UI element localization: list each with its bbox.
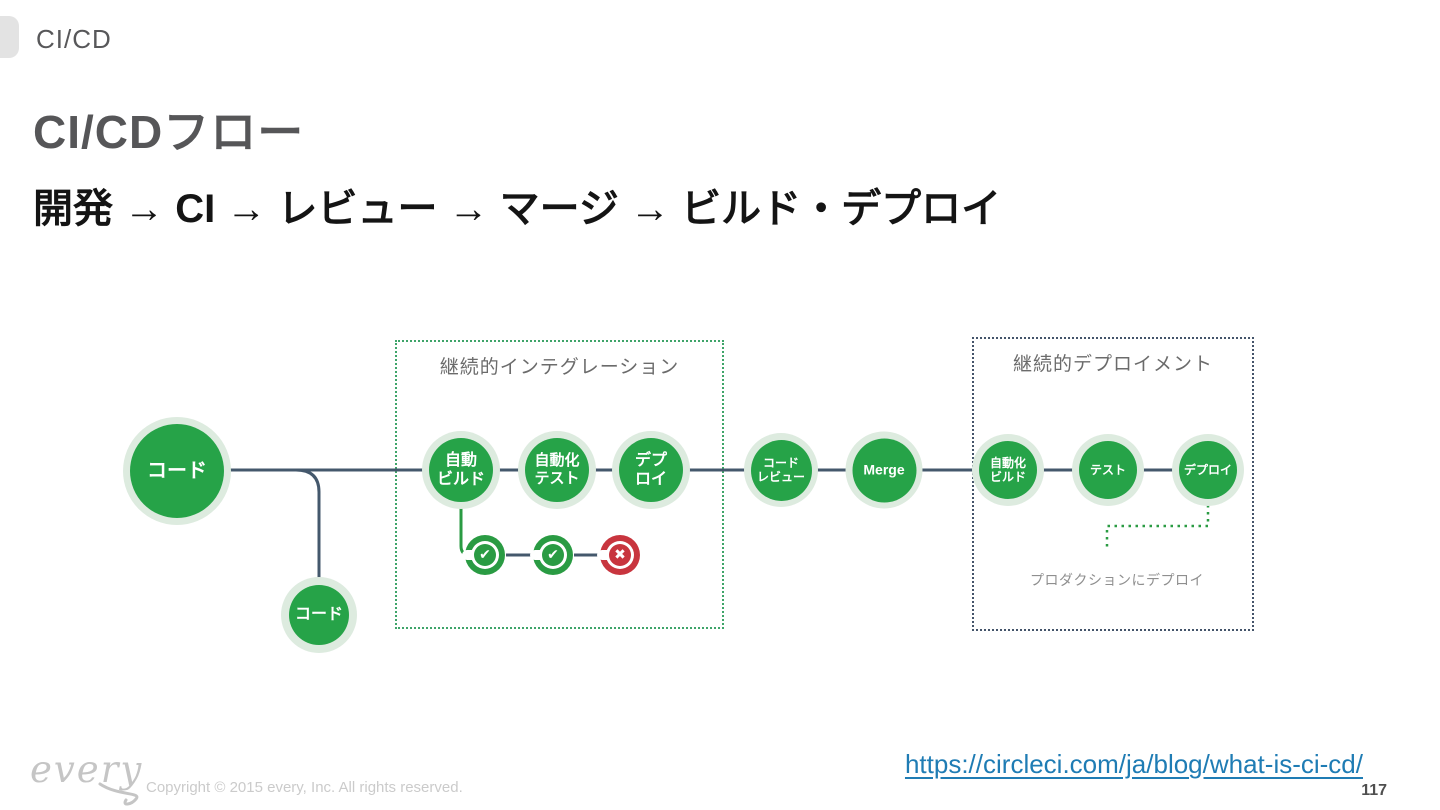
node-label: 自動化 テスト [525, 438, 589, 502]
node-code-review: コード レビュー [744, 433, 818, 507]
page-number: 117 [1361, 782, 1387, 799]
cd-box-title: 継続的デプロイメント [1012, 354, 1213, 375]
flow-summary: 開発 → CI → レビュー → マージ → ビルド・デプロイ [33, 187, 1002, 231]
every-logo: every [30, 748, 144, 791]
node-merge: Merge [845, 431, 923, 509]
node-label: デプ ロイ [619, 438, 683, 502]
node-label: コード [130, 424, 224, 518]
production-deploy-note: プロダクションにデプロイ [1030, 572, 1204, 588]
header-label: CI/CD [36, 24, 112, 54]
node-label: 自動 ビルド [429, 438, 493, 502]
logo-swoosh-icon [98, 782, 139, 806]
source-link[interactable]: https://circleci.com/ja/blog/what-is-ci-… [904, 749, 1363, 779]
node-label: テスト [1079, 441, 1137, 499]
node-deploy-ci: デプ ロイ [612, 431, 690, 509]
node-label: コード [289, 585, 349, 645]
check-status-icon: ✔ [462, 535, 505, 575]
node-deploy-cd: デプロイ [1172, 434, 1244, 506]
node-label: Merge [852, 438, 916, 502]
check-glyph: ✔ [542, 544, 564, 566]
node-auto-build-cd: 自動化 ビルド [972, 434, 1044, 506]
check-status-icon: ✔ [530, 535, 573, 575]
copyright-text: Copyright © 2015 every, Inc. All rights … [146, 779, 463, 796]
node-test-cd: テスト [1072, 434, 1144, 506]
page-title: CI/CDフロー [33, 106, 305, 158]
node-auto-test: 自動化 テスト [518, 431, 596, 509]
header-tab [0, 16, 19, 58]
continuous-deployment-box: 継続的デプロイメント [972, 337, 1254, 631]
continuous-integration-box: 継続的インテグレーション [395, 340, 724, 629]
ci-box-title: 継続的インテグレーション [439, 357, 680, 378]
node-code-main: コード [123, 417, 231, 525]
node-auto-build: 自動 ビルド [422, 431, 500, 509]
check-glyph: ✔ [474, 544, 496, 566]
fail-status-icon: ✖ [597, 535, 640, 575]
status-notch [597, 550, 612, 560]
node-code-branch: コード [281, 577, 357, 653]
status-notch [530, 550, 545, 560]
fail-glyph: ✖ [609, 544, 631, 566]
node-label: コード レビュー [750, 439, 812, 501]
node-label: 自動化 ビルド [979, 441, 1037, 499]
node-label: デプロイ [1179, 441, 1237, 499]
